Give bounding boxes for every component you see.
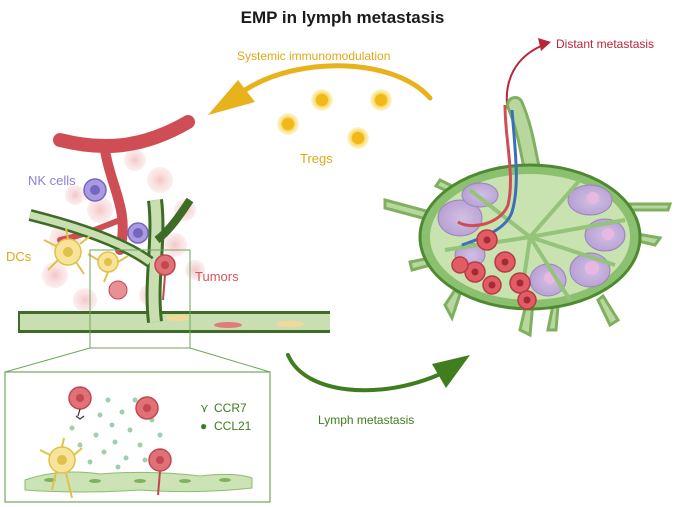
zoom-region <box>4 249 271 373</box>
lymph-metastasis-arrow <box>286 353 470 393</box>
legend-ccl21: ●CCL21 <box>200 419 252 433</box>
page-title: EMP in lymph metastasis <box>240 8 445 27</box>
lymph-node <box>383 96 673 338</box>
label-tumors: Tumors <box>195 269 239 284</box>
ccr7-receptor-icon: ⋎ <box>200 401 209 415</box>
systemic-immunomodulation-arrow <box>208 63 433 115</box>
treg-cells <box>277 89 392 149</box>
label-dcs: DCs <box>6 249 32 264</box>
inset-panel <box>4 371 271 503</box>
label-distant-metastasis: Distant metastasis <box>556 37 655 51</box>
lymphatic-vessel <box>18 197 330 333</box>
label-tregs: Tregs <box>300 151 333 166</box>
tumor-cell-vessel <box>108 254 176 301</box>
nk-cells <box>83 178 149 244</box>
dendritic-cells <box>43 227 129 283</box>
ccl21-dot-icon: ● <box>200 419 208 433</box>
distant-metastasis-arrow <box>505 38 551 106</box>
legend-ccr7: ⋎CCR7 <box>200 401 247 415</box>
label-lymph-metastasis: Lymph metastasis <box>318 413 415 427</box>
label-systemic-immunomodulation: Systemic immunomodulation <box>237 49 391 63</box>
label-nk-cells: NK cells <box>28 173 76 188</box>
